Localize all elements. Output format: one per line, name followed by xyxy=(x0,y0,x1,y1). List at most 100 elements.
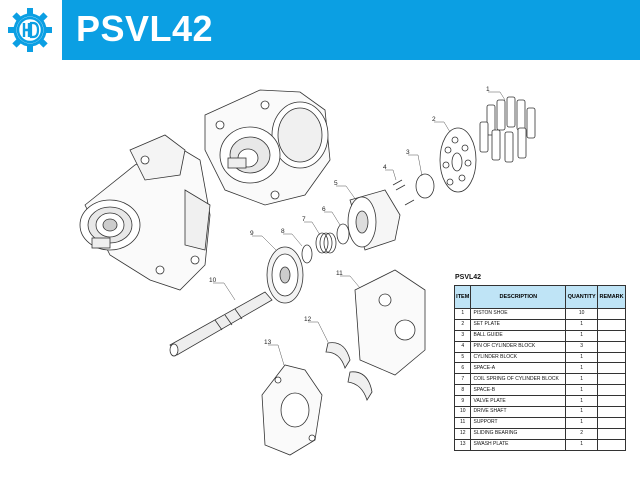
cell-remark xyxy=(597,351,626,364)
cell-remark xyxy=(597,329,626,342)
space-a-part-icon xyxy=(336,223,350,245)
callout-2: 2 xyxy=(432,116,436,123)
cell-quantity: 1 xyxy=(565,384,599,397)
cell-description: SWASH PLATE xyxy=(470,438,567,451)
exploded-parts-drawing: 1 2 3 4 5 6 7 8 9 10 11 12 13 xyxy=(79,86,536,456)
cell-quantity: 1 xyxy=(565,395,599,408)
cell-remark xyxy=(597,384,626,397)
cell-description: SPACE-B xyxy=(470,384,567,397)
callout-9: 9 xyxy=(250,230,254,237)
cell-item: 3 xyxy=(453,329,472,342)
cell-description: CYLINDER BLOCK xyxy=(470,351,567,364)
coil-spring-part-icon xyxy=(315,232,337,254)
callout-1: 1 xyxy=(486,86,490,93)
cell-item: 7 xyxy=(453,373,472,386)
callout-3: 3 xyxy=(406,149,410,156)
valve-plate-part-icon xyxy=(266,246,304,304)
pump-assembly-top-icon xyxy=(204,89,331,206)
callout-10: 10 xyxy=(209,277,217,284)
cell-item: 6 xyxy=(453,362,472,375)
cell-description: PIN OF CYLINDER BLOCK xyxy=(470,340,567,353)
cell-quantity: 1 xyxy=(565,351,599,364)
callout-4: 4 xyxy=(383,164,387,171)
cell-item: 13 xyxy=(453,438,472,451)
cell-remark xyxy=(597,395,626,408)
callout-7: 7 xyxy=(302,216,306,223)
callout-11: 11 xyxy=(336,270,343,277)
table-header-row: ITEM DESCRIPTION QUANTITY REMARK xyxy=(453,285,626,309)
cell-remark xyxy=(597,362,626,375)
cell-remark xyxy=(597,318,626,331)
cell-description: COIL SPRING OF CYLINDER BLOCK xyxy=(470,373,567,386)
cell-description: VALVE PLATE xyxy=(470,395,567,408)
callout-13: 13 xyxy=(264,339,272,346)
column-header-description: DESCRIPTION xyxy=(470,285,567,309)
cell-item: 9 xyxy=(453,395,472,408)
cell-item: 10 xyxy=(453,406,472,418)
cell-quantity: 1 xyxy=(565,438,599,451)
cell-description: BALL GUIDE xyxy=(470,329,567,342)
cell-remark xyxy=(597,373,626,386)
header: PSVL42 xyxy=(0,0,640,60)
cell-description: DRIVE SHAFT xyxy=(470,406,567,418)
space-b-part-icon xyxy=(301,244,313,264)
ball-guide-part-icon xyxy=(415,173,435,199)
set-plate-part-icon xyxy=(439,127,477,193)
cell-quantity: 10 xyxy=(565,308,599,320)
cell-quantity: 1 xyxy=(565,362,599,375)
cell-item: 5 xyxy=(453,351,472,364)
cell-item: 12 xyxy=(453,427,472,440)
callout-12: 12 xyxy=(304,316,312,323)
drive-shaft-part-icon xyxy=(169,291,273,357)
cell-item: 11 xyxy=(453,416,472,429)
cell-description: SPACE-A xyxy=(470,362,567,375)
cell-item: 4 xyxy=(453,340,472,353)
callout-6: 6 xyxy=(322,206,326,213)
cell-quantity: 1 xyxy=(565,406,599,418)
cell-remark xyxy=(597,308,626,320)
cell-remark xyxy=(597,416,626,429)
title-bar: PSVL42 xyxy=(62,0,640,60)
cylinder-pin-part-icon xyxy=(392,179,415,206)
cell-quantity: 1 xyxy=(565,329,599,342)
cell-quantity: 2 xyxy=(565,427,599,440)
cell-remark xyxy=(597,438,626,451)
cell-quantity: 1 xyxy=(565,416,599,429)
cylinder-block-part-icon xyxy=(347,189,401,251)
cell-quantity: 1 xyxy=(565,318,599,331)
cell-quantity: 3 xyxy=(565,340,599,353)
cell-remark xyxy=(597,406,626,418)
pump-assembly-left-icon xyxy=(79,134,211,291)
column-header-remark: REMARK xyxy=(597,285,626,309)
callout-5: 5 xyxy=(334,180,338,187)
table-title: PSVL42 xyxy=(455,274,482,281)
cell-description: PISTON SHOE xyxy=(470,308,567,320)
cell-item: 2 xyxy=(453,318,472,331)
support-part-icon xyxy=(354,269,426,376)
cell-item: 1 xyxy=(453,308,472,320)
page-title: PSVL42 xyxy=(76,8,214,49)
cell-remark xyxy=(597,427,626,440)
hd-gear-logo-icon xyxy=(8,8,52,52)
cell-description: SUPPORT xyxy=(470,416,567,429)
cell-description: SLIDING BEARING xyxy=(470,427,567,440)
brand-logo xyxy=(0,0,60,60)
piston-shoe-part-icon xyxy=(479,96,536,163)
sliding-bearing-part-icon xyxy=(325,342,373,401)
column-header-quantity: QUANTITY xyxy=(565,285,599,309)
callout-8: 8 xyxy=(281,228,285,235)
